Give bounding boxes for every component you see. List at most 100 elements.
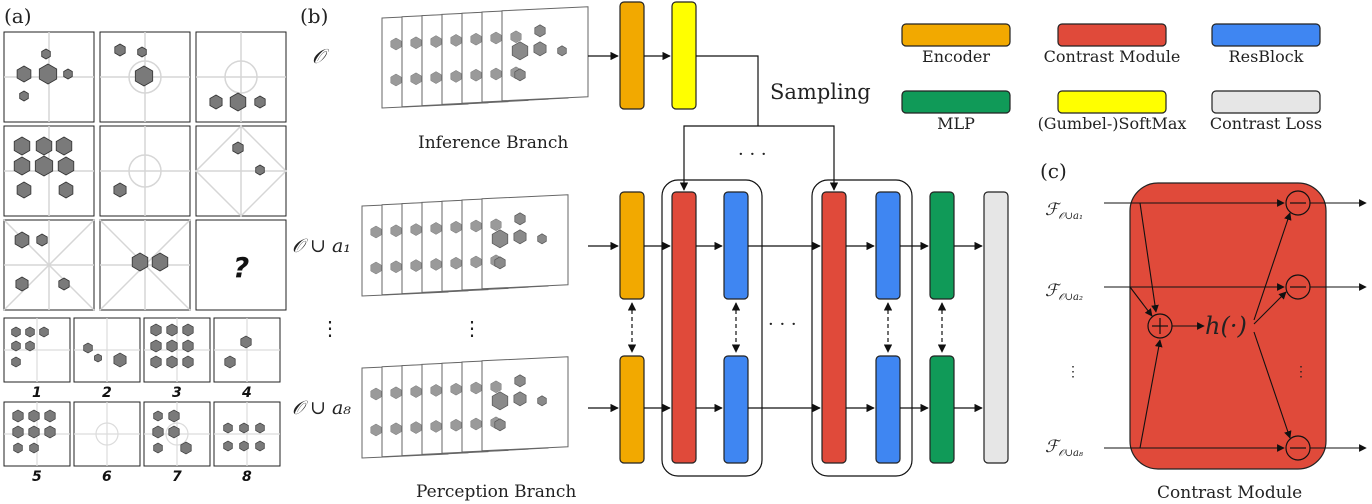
matrix-cell [99,31,191,123]
hexagon [44,425,56,439]
hexagon [209,94,223,110]
hexagon [150,339,162,353]
hexagon [36,233,48,247]
perception-branch-label: Perception Branch [416,482,576,502]
candidate-a1-input-stack [361,194,569,297]
hexagon [166,323,178,337]
hexagon [11,340,21,352]
hexagon [25,340,35,352]
svg-text:ℱ𝒪∪a₁: ℱ𝒪∪a₁ [1045,200,1083,222]
legend-swatch [1057,23,1167,47]
flow-arrows [588,241,983,413]
hexagon [224,355,236,369]
hexagon [83,342,93,354]
matrix-cell [3,31,95,123]
contrast-loss-block [983,191,1009,464]
hexagon [254,95,266,109]
resblock-a8-1 [723,355,749,464]
subtract-node-1 [1285,190,1311,216]
answer-candidate: 8 [213,401,281,485]
candidate-a8-input-stack [361,356,569,459]
hexagon [35,136,53,156]
hexagon [168,425,180,439]
hexagon [113,182,127,198]
resblock-a1-1 [723,191,749,300]
vertical-dots-left: ⋮ [320,316,340,340]
contrast-module-wiring [1104,199,1367,452]
matrix-cell [195,31,287,123]
hexagon [255,164,265,176]
hexagon [38,63,58,85]
hexagon [182,339,194,353]
legend-label: Encoder [922,47,990,66]
hexagon [137,46,147,58]
legend-item: (Gumbel-)SoftMax [1038,90,1187,133]
hexagon [223,440,233,452]
hexagon [25,326,35,338]
answer-candidate: 5 [3,401,71,485]
encoder-block-a1 [619,191,645,300]
answer-number: 2 [102,385,112,401]
hexagon [134,65,154,87]
legend-label: MLP [937,114,975,133]
hexagon [16,181,32,199]
hexagon [44,409,56,423]
hexagon [114,43,126,57]
hexagon [12,409,24,423]
wire [1253,212,1292,321]
hexagon [19,90,29,102]
hexagon [28,409,40,423]
hexagon [58,181,74,199]
input-label-o: 𝒪 [312,44,330,68]
hexagon [150,355,162,369]
wire [1139,202,1159,313]
hexagon [94,353,102,363]
hexagon [153,410,163,422]
resblock-a8-2 [875,355,901,464]
subtract-node-2 [1285,274,1311,300]
matrix-cell [3,219,95,311]
answer-number: 3 [172,385,182,401]
legend-label: (Gumbel-)SoftMax [1038,114,1187,133]
matrix-cell [99,125,191,217]
hexagon [13,156,31,176]
matrix-cell [194,124,288,218]
svg-text:ℱ𝒪∪a₈: ℱ𝒪∪a₈ [1045,437,1083,459]
answer-number: 6 [102,469,112,485]
legend-label: ResBlock [1229,47,1304,66]
horizontal-dots-middle: · · · [768,314,797,335]
inference-input-stack [381,6,589,109]
answer-number: 4 [241,385,252,401]
puzzle-matrix: ? [3,31,288,311]
hexagon [57,156,75,176]
legend-label: Contrast Module [1044,47,1181,66]
matrix-cell: ? [195,219,287,311]
contrast-group-box-1 [661,179,763,477]
hexagon [168,409,180,423]
hexagon [34,155,54,177]
input-label-o-a1: 𝒪 ∪ a₁ [292,235,351,257]
wire [1129,286,1153,317]
answer-candidate: 4 [213,317,281,401]
hexagon [29,442,39,454]
hexagon [229,92,247,112]
sampling-line [696,55,759,126]
answer-candidate: 3 [143,317,211,401]
answer-number: 1 [32,385,42,401]
hexagon [55,136,73,156]
hexagon [182,355,194,369]
sampling-arrow-right [758,125,839,191]
hexagon [152,425,164,439]
mlp-block-a8 [929,355,955,464]
hexagon [28,425,40,439]
hexagon [180,441,192,455]
answer-candidate: 6 [73,401,141,485]
legend-swatch [901,23,1011,47]
legend-swatch [901,90,1011,114]
legend-swatch [1211,23,1321,47]
hexagon [13,136,31,156]
hexagon [232,141,244,155]
wire [1139,339,1163,449]
